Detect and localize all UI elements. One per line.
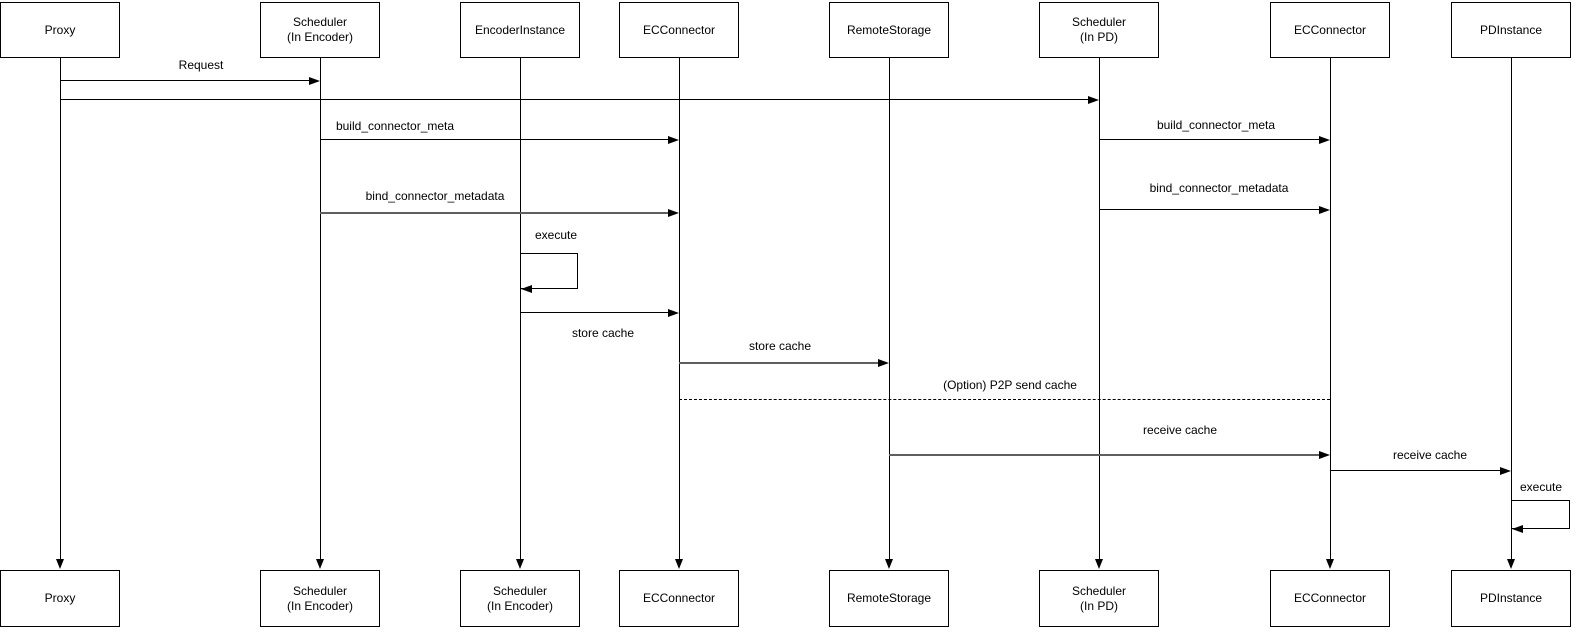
actor-top-box-scheduler-in-encoder: Scheduler (In Encoder) — [260, 2, 380, 58]
lifeline-end-arrow-icon — [316, 559, 324, 569]
lifeline-encoder-instance — [520, 58, 521, 560]
arrowhead-icon — [668, 136, 679, 144]
actor-label: ECConnector — [1293, 591, 1367, 605]
actor-top-box-pd-instance: PDInstance — [1451, 2, 1571, 58]
message-execute-encoder-loop — [520, 253, 578, 289]
arrowhead-icon — [521, 285, 532, 293]
lifeline-ec-connector — [679, 58, 680, 560]
actor-bottom-box-encoder-instance: Scheduler (In Encoder) — [460, 570, 580, 627]
actor-bottom-box-ec-connector-pd: ECConnector — [1270, 570, 1390, 627]
actor-top-box-ec-connector-pd: ECConnector — [1270, 2, 1390, 58]
message-label: receive cache — [1390, 448, 1470, 462]
message-execute-pd-loop — [1511, 500, 1570, 529]
arrowhead-icon — [668, 209, 679, 217]
lifeline-end-arrow-icon — [56, 559, 64, 569]
lifeline-remote-storage — [889, 58, 890, 560]
message-label: build_connector_meta — [1154, 118, 1278, 132]
message-label: (Option) P2P send cache — [941, 378, 1079, 392]
lifeline-end-arrow-icon — [516, 559, 524, 569]
arrowhead-icon — [1319, 451, 1330, 459]
message-label: execute — [532, 228, 580, 242]
actor-bottom-box-pd-instance: PDInstance — [1451, 570, 1571, 627]
actor-bottom-box-scheduler-in-pd: Scheduler (In PD) — [1039, 570, 1159, 627]
actor-bottom-box-proxy: Proxy — [0, 570, 120, 627]
arrowhead-icon — [1319, 136, 1330, 144]
actor-label: Proxy — [44, 22, 76, 37]
message-label: bind_connector_metadata — [363, 189, 507, 203]
arrowhead-icon — [878, 359, 889, 367]
message-proxy-to-scheduler-pd-line — [60, 99, 1089, 100]
actor-label: EncoderInstance — [474, 22, 566, 37]
lifeline-end-arrow-icon — [1507, 559, 1515, 569]
message-store-cache-remote-line — [679, 362, 878, 364]
lifeline-proxy — [60, 58, 61, 560]
arrowhead-icon — [1500, 467, 1511, 475]
message-label: receive cache — [1140, 423, 1220, 437]
actor-bottom-box-ec-connector: ECConnector — [619, 570, 739, 627]
arrowhead-icon — [1319, 206, 1330, 214]
message-build-connector-meta-encoder-line — [320, 139, 668, 140]
lifeline-ec-connector-pd — [1330, 58, 1331, 560]
arrowhead-icon — [1512, 525, 1523, 533]
lifeline-end-arrow-icon — [1326, 559, 1334, 569]
message-label: execute — [1517, 480, 1565, 494]
actor-top-box-proxy: Proxy — [0, 2, 120, 58]
message-label: store cache — [746, 339, 814, 353]
message-store-cache-encoder-line — [520, 312, 668, 313]
actor-label: RemoteStorage — [846, 22, 932, 37]
actor-label: Scheduler (In Encoder) — [486, 583, 554, 613]
actor-label: ECConnector — [642, 591, 716, 605]
lifeline-pd-instance — [1511, 58, 1512, 560]
actor-label: PDInstance — [1479, 591, 1543, 605]
actor-label: RemoteStorage — [846, 591, 932, 605]
lifeline-scheduler-in-pd — [1099, 58, 1100, 560]
message-build-connector-meta-pd-line — [1099, 139, 1319, 140]
message-receive-cache-pdinstance-line — [1330, 470, 1500, 471]
arrowhead-icon — [1088, 96, 1099, 104]
actor-bottom-box-scheduler-in-encoder: Scheduler (In Encoder) — [260, 570, 380, 627]
actor-label: Proxy — [44, 591, 76, 605]
actor-label: Scheduler (In PD) — [1071, 583, 1127, 613]
arrowhead-icon — [309, 77, 320, 85]
lifeline-end-arrow-icon — [675, 559, 683, 569]
arrowhead-icon — [668, 309, 679, 317]
message-label: store cache — [569, 326, 637, 340]
message-label: bind_connector_metadata — [1147, 181, 1291, 195]
actor-label: Scheduler (In PD) — [1071, 15, 1127, 44]
message-bind-connector-metadata-encoder-line — [320, 212, 668, 214]
actor-label: Scheduler (In Encoder) — [286, 583, 354, 613]
message-label: build_connector_meta — [333, 119, 457, 133]
lifeline-end-arrow-icon — [1095, 559, 1103, 569]
message-bind-connector-metadata-pd-line — [1099, 209, 1319, 210]
message-request-line — [60, 80, 309, 81]
actor-top-box-scheduler-in-pd: Scheduler (In PD) — [1039, 2, 1159, 58]
actor-label: PDInstance — [1479, 22, 1543, 37]
actor-top-box-ec-connector: ECConnector — [619, 2, 739, 58]
actor-label: ECConnector — [642, 22, 716, 37]
message-label: Request — [176, 58, 226, 72]
message-p2p-send-cache-line — [679, 399, 1330, 400]
lifeline-scheduler-in-encoder — [320, 58, 321, 560]
message-receive-cache-ecconnector-line — [889, 454, 1319, 456]
lifeline-end-arrow-icon — [885, 559, 893, 569]
actor-label: Scheduler (In Encoder) — [286, 15, 354, 44]
actor-top-box-encoder-instance: EncoderInstance — [460, 2, 580, 58]
actor-label: ECConnector — [1293, 22, 1367, 37]
actor-bottom-box-remote-storage: RemoteStorage — [829, 570, 949, 627]
actor-top-box-remote-storage: RemoteStorage — [829, 2, 949, 58]
